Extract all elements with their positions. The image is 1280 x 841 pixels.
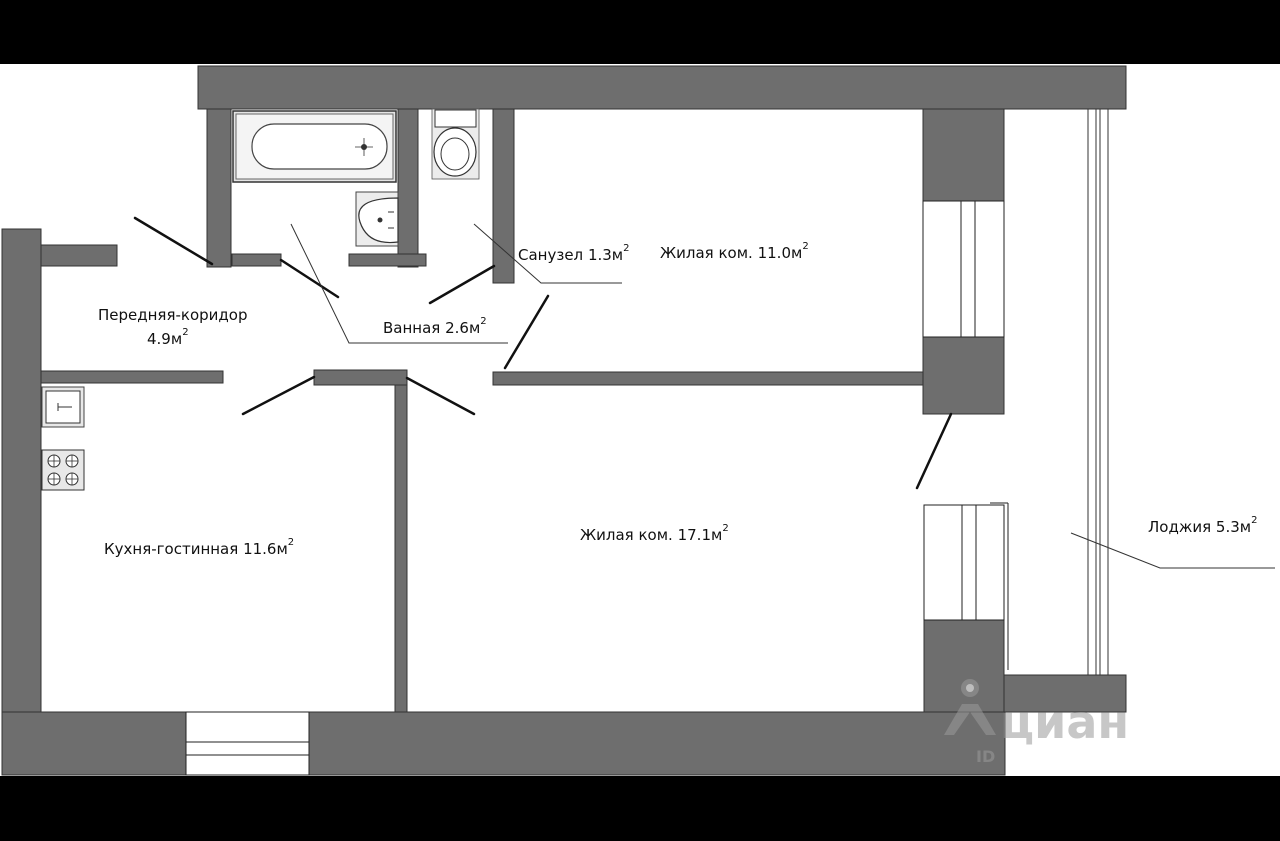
door-swing-kitchen — [241, 375, 316, 416]
wall-hall-top-stub — [40, 244, 118, 267]
label-bathroom: Ванная 2.6м2 — [383, 316, 487, 337]
loggia-glazing — [1087, 109, 1109, 675]
label-hallway-name: Передняя-коридор — [98, 306, 247, 324]
kitchen-sink — [41, 386, 85, 428]
window-lower — [923, 502, 1009, 670]
label-hallway-area: 4.9м2 — [147, 327, 189, 348]
watermark: циан ID — [944, 679, 1129, 766]
wall-top — [197, 65, 1127, 110]
door-swing-room-large — [405, 376, 476, 416]
wall-bath-left — [206, 108, 232, 268]
door-swings — [133, 216, 953, 490]
wall-bath-right — [397, 108, 419, 268]
label-loggia: Лоджия 5.3м2 — [1148, 515, 1257, 536]
label-room-small: Жилая ком. 11.0м2 — [660, 241, 809, 262]
pier-middle — [922, 336, 1005, 415]
wall-left — [1, 228, 42, 713]
wall-toilet-right — [492, 108, 515, 284]
wall-bath-bottom — [348, 253, 427, 267]
wall-hall-door-stub — [313, 369, 408, 386]
label-room-large: Жилая ком. 17.1м2 — [580, 523, 729, 544]
pier-top — [922, 108, 1005, 202]
wall-loggia-bottom — [1003, 674, 1127, 713]
wall-hall-kitchen — [40, 370, 224, 384]
pier-bottom — [923, 619, 1005, 713]
door-swing-toilet — [428, 264, 496, 305]
stove — [41, 449, 85, 491]
label-toilet: Санузел 1.3м2 — [518, 243, 630, 264]
wall-bottom-left — [1, 711, 187, 776]
sink-bath — [355, 191, 399, 247]
wall-kitchen-room — [394, 384, 408, 713]
walls — [1, 65, 1127, 776]
leader-toilet — [473, 223, 622, 284]
wall-bottom-right — [308, 711, 1006, 776]
toilet — [431, 108, 480, 180]
door-swing-loggia — [915, 412, 953, 490]
leader-loggia — [1070, 532, 1275, 569]
door-swing-room-small — [503, 294, 550, 370]
window-kitchen — [185, 711, 310, 776]
watermark-brand: циан — [1000, 695, 1129, 749]
label-kitchen: Кухня-гостинная 11.6м2 — [104, 537, 294, 558]
wall-rooms-divider — [492, 371, 924, 386]
window-upper — [922, 200, 1005, 338]
watermark-id: ID — [976, 747, 995, 766]
leader-bath — [290, 223, 508, 344]
door-swing-bath — [279, 258, 340, 299]
door-swing-entry — [133, 216, 214, 266]
bathtub — [232, 110, 397, 183]
wall-bath-door-stub — [231, 253, 282, 267]
location-pin-icon — [944, 679, 996, 735]
leader-lines — [290, 223, 1275, 569]
